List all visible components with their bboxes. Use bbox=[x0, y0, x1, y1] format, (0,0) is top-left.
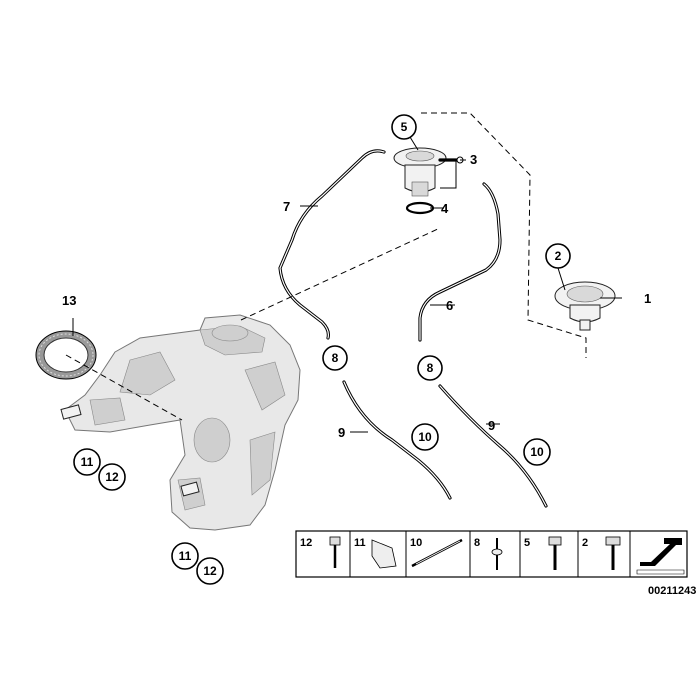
hose-9-left bbox=[342, 380, 452, 500]
svg-text:10: 10 bbox=[530, 445, 544, 459]
svg-text:8: 8 bbox=[332, 351, 339, 365]
svg-text:11: 11 bbox=[354, 537, 366, 549]
callout-12-upper: 12 bbox=[98, 463, 126, 491]
connection-lines bbox=[65, 112, 587, 421]
svg-text:6: 6 bbox=[446, 298, 453, 313]
callout-6: 6 bbox=[446, 298, 453, 313]
fuel-pump-assembly bbox=[393, 147, 464, 215]
callout-8-right: 8 bbox=[417, 355, 443, 381]
legend-item-10: 10 bbox=[410, 537, 463, 568]
svg-text:12: 12 bbox=[300, 537, 312, 549]
small-parts-legend: 12 11 10 8 5 2 bbox=[295, 530, 688, 578]
callout-5: 5 bbox=[391, 114, 417, 140]
callout-9-right: 9 bbox=[488, 418, 495, 433]
svg-text:9: 9 bbox=[338, 425, 345, 440]
callout-11-lower: 11 bbox=[171, 542, 199, 570]
direction-arrow-icon bbox=[636, 538, 685, 575]
callout-10-left: 10 bbox=[411, 423, 439, 451]
legend-item-5: 5 bbox=[524, 536, 562, 570]
legend-item-11: 11 bbox=[354, 537, 397, 569]
callout-8-left: 8 bbox=[322, 345, 348, 371]
callout-3: 3 bbox=[470, 152, 477, 167]
legend-item-8: 8 bbox=[474, 537, 503, 570]
svg-text:2: 2 bbox=[582, 537, 588, 549]
hose-9-right bbox=[438, 384, 548, 508]
callout-12-lower: 12 bbox=[196, 557, 224, 585]
svg-text:11: 11 bbox=[179, 549, 192, 563]
callout-2: 2 bbox=[545, 243, 571, 269]
hose-7 bbox=[278, 149, 386, 340]
svg-text:11: 11 bbox=[81, 455, 94, 469]
callout-7: 7 bbox=[283, 199, 290, 214]
fuel-tank-illustration bbox=[60, 314, 301, 531]
callout-10-right: 10 bbox=[523, 438, 551, 466]
diagram-code: 00211243 bbox=[648, 585, 696, 597]
legend-item-12: 12 bbox=[300, 536, 341, 568]
svg-text:2: 2 bbox=[555, 249, 562, 263]
svg-text:5: 5 bbox=[524, 537, 530, 549]
svg-text:8: 8 bbox=[427, 361, 434, 375]
leader-lines bbox=[72, 136, 622, 433]
svg-text:3: 3 bbox=[470, 152, 477, 167]
svg-text:10: 10 bbox=[418, 430, 432, 444]
callout-11-upper: 11 bbox=[73, 448, 101, 476]
svg-text:5: 5 bbox=[401, 120, 408, 134]
svg-text:10: 10 bbox=[410, 537, 422, 549]
callout-13: 13 bbox=[62, 293, 76, 308]
filler-cap-assembly bbox=[554, 281, 616, 331]
svg-text:1: 1 bbox=[644, 291, 651, 306]
svg-text:13: 13 bbox=[62, 293, 76, 308]
callout-1: 1 bbox=[644, 291, 651, 306]
svg-text:9: 9 bbox=[488, 418, 495, 433]
callout-4: 4 bbox=[441, 201, 449, 216]
callout-9-left: 9 bbox=[338, 425, 345, 440]
legend-item-2: 2 bbox=[582, 536, 621, 570]
svg-text:12: 12 bbox=[203, 564, 217, 578]
svg-text:4: 4 bbox=[441, 201, 449, 216]
svg-text:12: 12 bbox=[105, 470, 119, 484]
hose-6 bbox=[418, 182, 502, 342]
svg-text:7: 7 bbox=[283, 199, 290, 214]
svg-text:8: 8 bbox=[474, 537, 480, 549]
